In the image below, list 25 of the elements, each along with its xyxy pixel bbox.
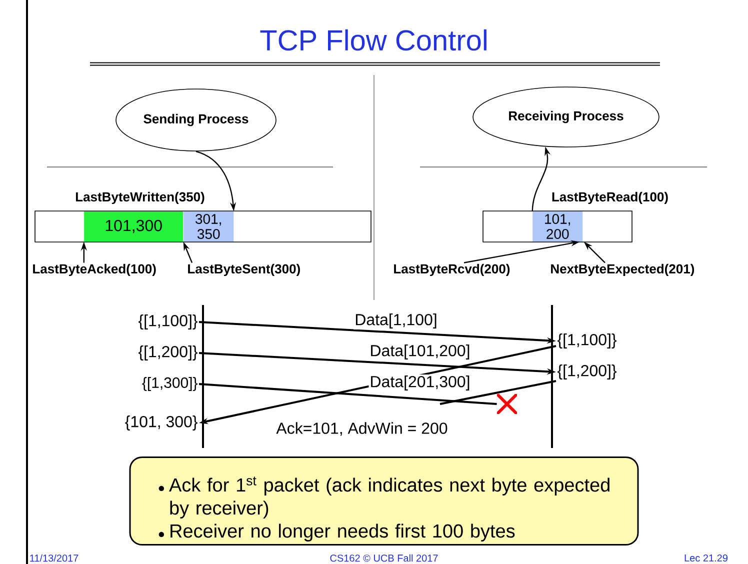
- window-state: {[1,300]}: [142, 377, 198, 391]
- buffer-segment: 101, 200: [532, 212, 583, 242]
- pointer-label: LastByteRead(100): [552, 192, 668, 204]
- window-state: {[1,100]}: [557, 334, 617, 348]
- pointer-label: LastByteSent(300): [188, 264, 300, 276]
- callout-box: Ack for 1$^{st}$ packet (ack indicates next byte expected by receiver) Receiver no longer needs first 100 bytes: [129, 456, 639, 546]
- title: TCP Flow Control: [260, 29, 486, 51]
- edge-label: Data[1,100]: [354, 312, 438, 330]
- edge-label: Ack=101, AdvWin = 200: [275, 421, 449, 437]
- pointer-label: LastByteWritten(350): [76, 192, 204, 204]
- window-state: {[1,100]}: [138, 314, 198, 330]
- window-state: {[1,200]}: [557, 364, 617, 380]
- pointer-label: NextByteExpected(201): [551, 264, 694, 276]
- footer-slide-number: Lec 21.29: [684, 554, 728, 562]
- footer-date: 11/13/2017: [30, 554, 78, 562]
- window-state: {[1,200]}: [138, 346, 198, 360]
- loss-cross: [497, 394, 517, 414]
- pointer-label: LastByteRcvd(200): [394, 264, 510, 276]
- window-state: {101, 300}: [125, 416, 198, 430]
- buffer-segment: 101,300: [84, 212, 184, 242]
- footer-text: CS162 © UCB Fall 2017: [330, 554, 438, 562]
- pointer-label: LastByteAcked(100): [33, 264, 156, 276]
- edge-label: Data[101,200]: [368, 344, 472, 360]
- edge-label: Data[201,300]: [368, 374, 472, 392]
- buffer-segment: 301, 350: [184, 212, 234, 242]
